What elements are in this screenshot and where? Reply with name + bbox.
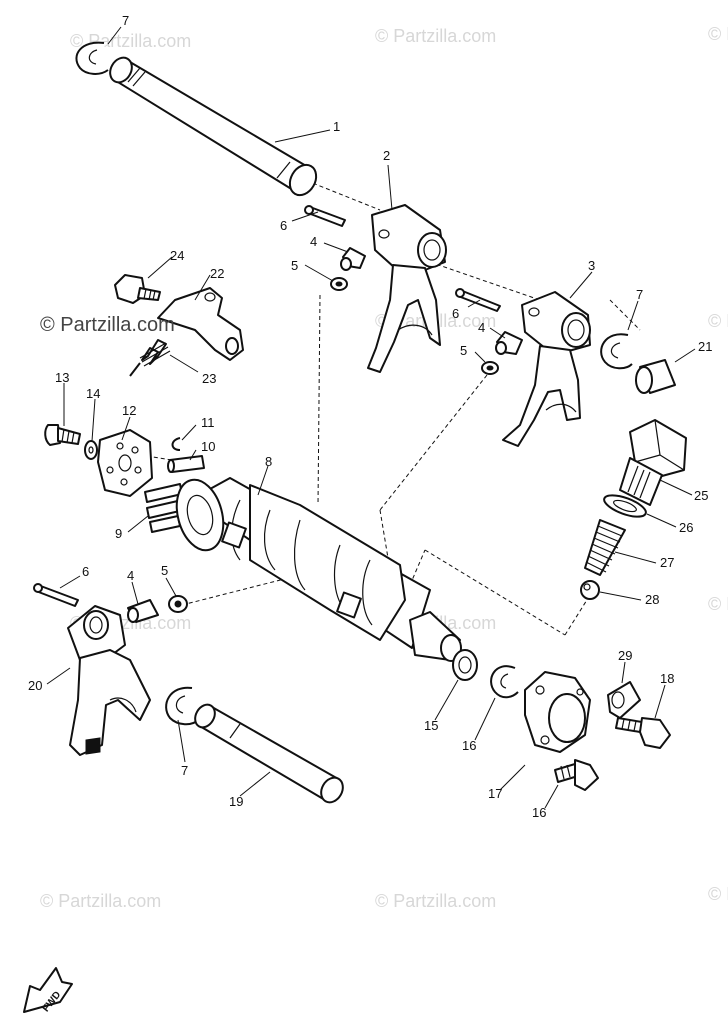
part-25-plug-bolt [619,419,687,506]
part-10-pin [167,455,205,473]
callout-12: 12 [122,403,136,418]
part-21-collar [635,359,676,394]
callout-3: 3 [588,258,595,273]
watermark-text: © Partzilla.com [708,594,728,614]
part-2-shift-fork [367,204,447,373]
callout-16: 16 [462,738,476,753]
callout-7: 7 [636,287,643,302]
part-6-cotter-pin [33,583,79,607]
part-6-cotter-pin [455,288,501,312]
part-5-roller [330,277,348,291]
part-23-spring [129,339,171,377]
part-19-fork-shaft [194,703,344,804]
callout-6: 6 [280,218,287,233]
callout-5: 5 [460,343,467,358]
part-5-roller [168,595,188,613]
callout-11: 11 [201,415,215,430]
callout-4: 4 [478,320,485,335]
callout-8: 8 [265,454,272,469]
callout-5: 5 [291,258,298,273]
callout-18: 18 [660,671,674,686]
callout-4: 4 [127,568,134,583]
part-20-shift-fork [67,605,151,756]
part-4-guide-pin [495,331,523,355]
callout-24: 24 [170,248,184,263]
callout-25: 25 [694,488,708,503]
watermark-text: © Partzilla.com [708,24,728,44]
callout-26: 26 [679,520,693,535]
callout-22: 22 [210,266,224,281]
part-8-shift-drum [175,477,462,662]
part-7-circlip [165,686,199,726]
part-4-guide-pin [127,599,159,623]
callout-29: 29 [618,648,632,663]
leader-lines [46,26,696,809]
callout-4: 4 [310,234,317,249]
part-22-stopper-lever [157,287,244,361]
callout-6: 6 [82,564,89,579]
part-17-bearing-cover [524,671,591,753]
callout-16: 16 [532,805,546,820]
callout-labels: 7 1 2 6 4 5 24 22 23 3 6 4 5 7 21 13 14 … [28,13,712,820]
fwd-arrow-icon: FWD [23,967,73,1014]
part-16-clip [490,665,519,699]
part-12-segment-plate [97,429,153,497]
callout-7: 7 [181,763,188,778]
callout-21: 21 [698,339,712,354]
watermark-text: © Partzilla.com [375,26,496,46]
watermark-text: © Partzilla.com [375,891,496,911]
watermark-text: © Partzilla.com [708,884,728,904]
callout-17: 17 [488,786,502,801]
partzilla-watermark: © Partzilla.com [40,314,175,336]
part-7-circlip [75,41,109,75]
watermark-text: © Partzilla.com [708,311,728,331]
callout-5: 5 [161,563,168,578]
callout-23: 23 [202,371,216,386]
part-7-circlip [600,333,633,370]
watermark-text: © Partzilla.com [40,891,161,911]
callout-13: 13 [55,370,69,385]
callout-14: 14 [86,386,100,401]
part-3-shift-fork [502,291,591,447]
part-26-gasket [603,494,647,518]
callout-27: 27 [660,555,674,570]
callout-6: 6 [452,306,459,321]
part-27-spring [584,519,626,576]
part-18-screw [615,717,671,749]
part-24-bolt [114,274,161,304]
part-15-washer [452,649,478,681]
part-6-cotter-pin [304,205,346,227]
callout-7: 7 [122,13,129,28]
callout-19: 19 [229,794,243,809]
callout-28: 28 [645,592,659,607]
part-16-screw [554,759,599,791]
part-29-clamp [607,681,641,719]
callout-15: 15 [424,718,438,733]
part-13-screw [44,424,81,446]
part-1-fork-shaft [109,56,318,197]
part-5-roller [481,361,499,375]
callout-1: 1 [333,119,340,134]
part-14-washer [84,440,98,460]
callout-10: 10 [201,439,215,454]
callout-20: 20 [28,678,42,693]
part-4-guide-pin [340,247,366,271]
part-11-clip [171,437,181,451]
callout-9: 9 [115,526,122,541]
callout-2: 2 [383,148,390,163]
part-28-ball [580,580,600,600]
